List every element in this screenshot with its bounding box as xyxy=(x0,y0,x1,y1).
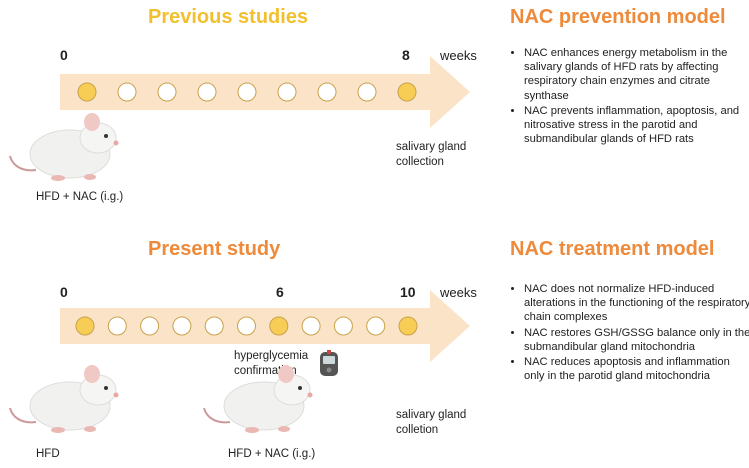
previous-start-week: 0 xyxy=(60,47,68,63)
glucometer-icon xyxy=(320,350,338,376)
present-weeks-label: weeks xyxy=(440,285,477,300)
previous-end-week: 8 xyxy=(402,47,410,63)
previous-studies-title: Previous studies xyxy=(148,6,309,28)
prevention-bullet-list: NAC enhances energy metabolism in the sa… xyxy=(508,46,749,147)
present-week-dot xyxy=(301,316,321,336)
previous-week-dot xyxy=(397,82,417,102)
present-study-title: Present study xyxy=(148,238,281,260)
mouse-icon xyxy=(9,113,119,181)
previous-collection-label: salivary gland collection xyxy=(396,141,467,168)
previous-week-dot xyxy=(77,82,97,102)
previous-timeline-arrow xyxy=(60,56,470,128)
previous-week-dot xyxy=(357,82,377,102)
present-week-dot xyxy=(366,316,386,336)
previous-week-dot xyxy=(157,82,177,102)
present-timeline-arrow xyxy=(60,290,470,362)
treatment-bullet: NAC does not normalize HFD-induced alter… xyxy=(524,282,749,325)
present-start-week: 0 xyxy=(60,284,68,300)
previous-mouse-caption: HFD + NAC (i.g.) xyxy=(36,191,124,203)
present-week-dot xyxy=(140,316,160,336)
previous-week-dot xyxy=(277,82,297,102)
present-end-week: 10 xyxy=(400,284,416,300)
present-mouse2-caption: HFD + NAC (i.g.) xyxy=(228,448,316,460)
previous-week-dot xyxy=(317,82,337,102)
present-mid-week: 6 xyxy=(276,284,284,300)
previous-week-dot xyxy=(237,82,257,102)
previous-week-dot xyxy=(117,82,137,102)
present-week-dot xyxy=(398,316,418,336)
mouse-icon xyxy=(203,365,313,433)
present-mouse1-caption: HFD xyxy=(36,448,60,460)
prevention-bullet: NAC prevents inflammation, apoptosis, an… xyxy=(524,104,749,147)
present-week-dot xyxy=(237,316,256,336)
mouse-icon xyxy=(9,365,119,433)
prevention-bullet: NAC enhances energy metabolism in the sa… xyxy=(524,46,749,103)
previous-weeks-label: weeks xyxy=(440,48,477,63)
treatment-bullet-list: NAC does not normalize HFD-induced alter… xyxy=(508,282,749,384)
present-week-dot xyxy=(269,316,289,336)
present-week-dot xyxy=(172,316,192,336)
present-week-dot xyxy=(333,316,353,336)
present-week-dot xyxy=(204,316,224,336)
treatment-bullet: NAC restores GSH/GSSG balance only in th… xyxy=(524,326,749,354)
treatment-model-title: NAC treatment model xyxy=(510,238,715,260)
previous-week-dot xyxy=(197,82,217,102)
present-week-dot xyxy=(107,316,127,336)
present-week-dot xyxy=(75,316,95,336)
treatment-bullet: NAC reduces apoptosis and inflammation o… xyxy=(524,355,749,383)
present-collection-label: salivary gland colletion xyxy=(396,409,467,436)
prevention-model-title: NAC prevention model xyxy=(510,6,726,28)
